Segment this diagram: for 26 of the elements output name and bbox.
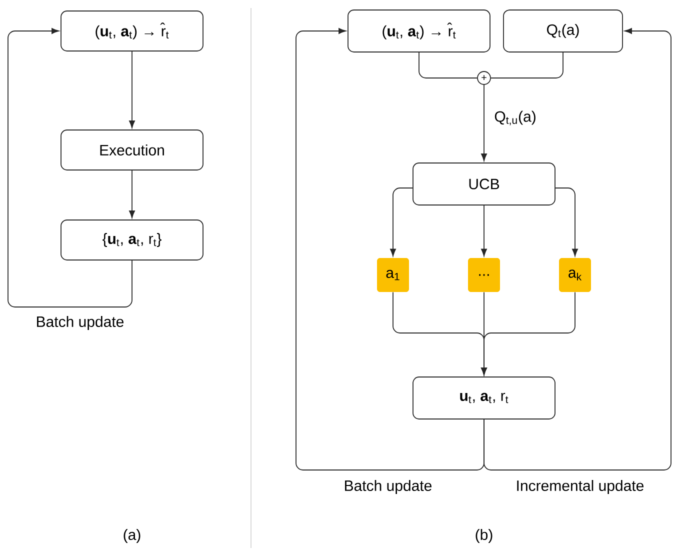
action-box: a$_{k}$ xyxy=(559,258,591,292)
edge-label: Q$_{t,u}$(a) xyxy=(494,110,536,126)
arrow xyxy=(481,84,487,162)
process-box: u$_{t}$, a$_{t}$, r$_{t}$ xyxy=(412,376,556,420)
arrow xyxy=(129,51,135,128)
arrow xyxy=(129,170,135,218)
process-box: (u$_{t}$, a$_{t}$) → r̂$_{t}$ xyxy=(60,10,204,52)
edge-label: Batch update xyxy=(37,316,124,330)
process-box: Execution xyxy=(60,130,204,170)
action-box: ... xyxy=(468,258,500,292)
arrow xyxy=(8,28,132,308)
process-box: {u$_{t}$, a$_{t}$, r$_{t}$} xyxy=(60,220,204,260)
arrow xyxy=(484,28,672,470)
edge-label: Batch update xyxy=(345,480,432,494)
arrow xyxy=(481,205,487,256)
panel-label: (b) xyxy=(476,529,492,543)
arrow xyxy=(296,28,484,470)
process-box: (u$_{t}$, a$_{t}$) → r̂$_{t}$ xyxy=(348,10,490,52)
process-box: UCB xyxy=(412,162,556,206)
arrow xyxy=(481,292,576,376)
arrow xyxy=(390,188,413,256)
panel-label: (a) xyxy=(124,529,140,543)
action-box: a$_{1}$ xyxy=(377,258,409,292)
arrow xyxy=(555,188,578,256)
edge-label: Incremental update xyxy=(517,480,644,494)
process-box: Q$_{t}$(a) xyxy=(503,10,623,52)
